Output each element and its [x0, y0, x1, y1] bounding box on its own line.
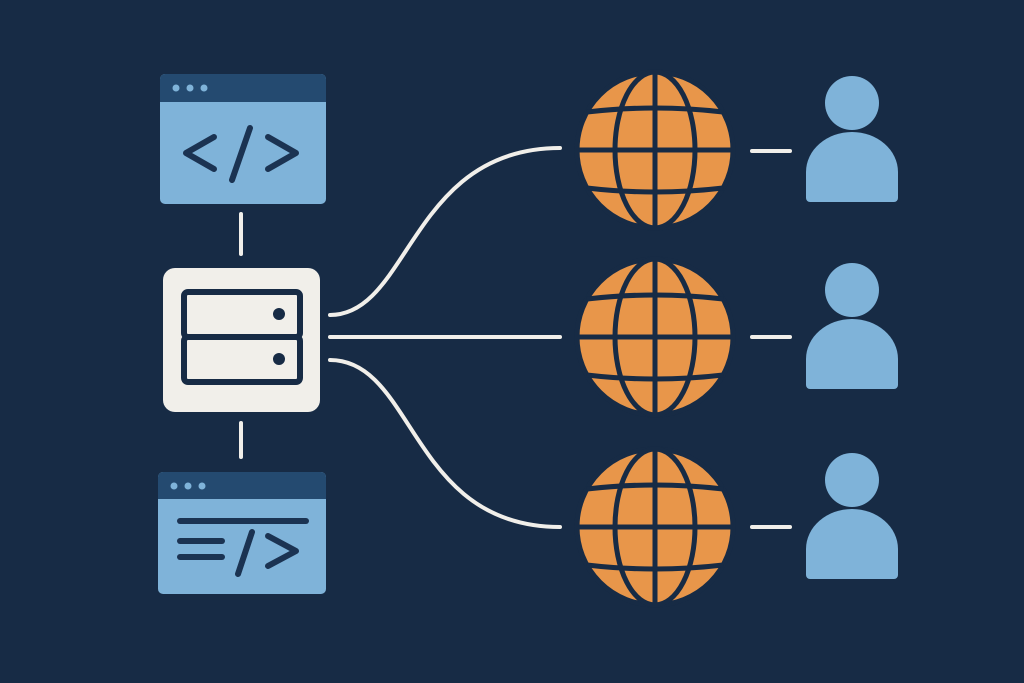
user-icon	[806, 76, 898, 202]
globe-icon	[574, 446, 736, 608]
user-icon	[806, 453, 898, 579]
connector-to-globe-1	[328, 146, 562, 317]
users-group	[806, 76, 898, 579]
code-window-bottom-titlebar	[158, 472, 326, 499]
code-window-bottom-body	[158, 472, 326, 594]
globe-user-links	[750, 149, 792, 529]
window-dots-icon	[170, 482, 206, 490]
code-brackets-icon	[183, 125, 299, 183]
server-icon	[163, 268, 320, 412]
globe-icon	[574, 256, 736, 418]
connector-to-globe-3	[328, 358, 562, 529]
server-connectors	[328, 146, 562, 529]
code-window-top-body	[160, 74, 326, 204]
user-icon	[806, 263, 898, 389]
code-window-top	[160, 74, 326, 204]
window-dots-icon	[172, 84, 208, 92]
code-window-bottom	[158, 472, 326, 594]
code-window-top-titlebar	[160, 74, 326, 102]
globe-icon	[574, 69, 736, 231]
code-lines-icon	[177, 518, 309, 577]
globes-group	[574, 69, 736, 608]
